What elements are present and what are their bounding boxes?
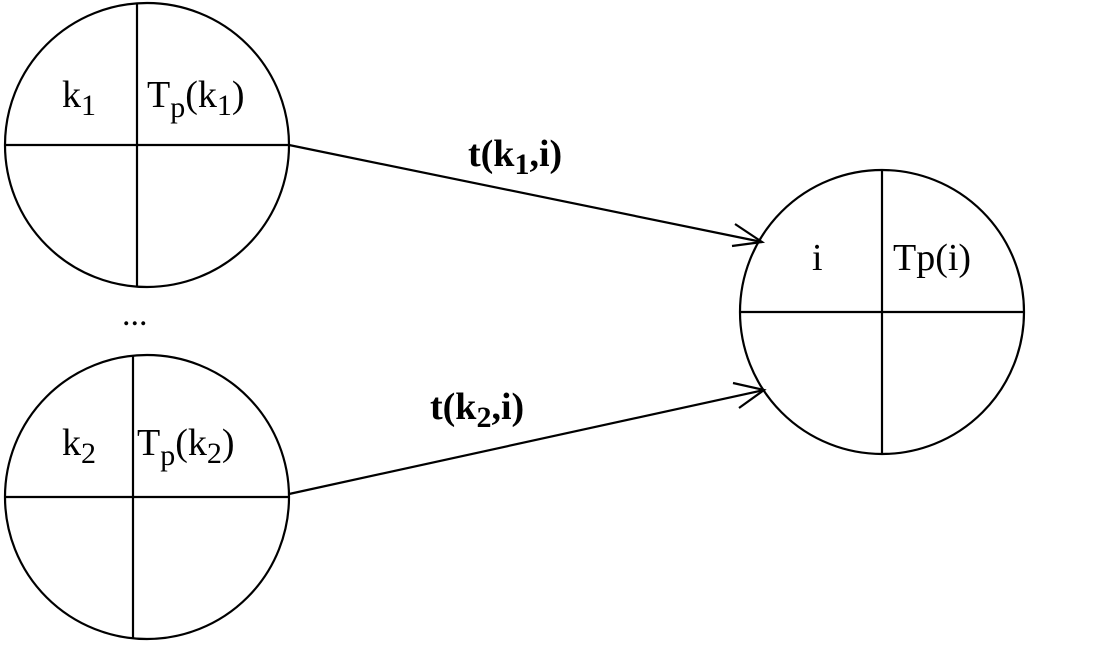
edge-k1-i-label: t(k1,i) [468,133,562,181]
edge-k1-i-arrowhead [731,223,766,248]
node-k2: k2 Tp(k2) [3,353,291,641]
node-k1-time-label: Tp(k1) [147,74,245,124]
edge-k1-i: t(k1,i) [288,133,766,248]
node-k2-time-label: Tp(k2) [137,422,235,472]
edge-k2-i: t(k2,i) [288,381,767,496]
edge-k2-i-label: t(k2,i) [430,386,524,434]
node-i-time-label: Tp(i) [893,237,971,279]
ellipsis: ... [122,296,148,333]
node-k1: k1 Tp(k1) [3,1,291,289]
node-i: i Tp(i) [738,168,1026,456]
edge-k1-i-line [288,143,763,244]
node-k2-id-label: k2 [62,422,96,470]
edge-k2-i-arrowhead [732,381,767,409]
node-i-id-label: i [812,237,823,279]
edge-k2-i-line [288,388,765,496]
node-k1-id-label: k1 [62,74,96,122]
